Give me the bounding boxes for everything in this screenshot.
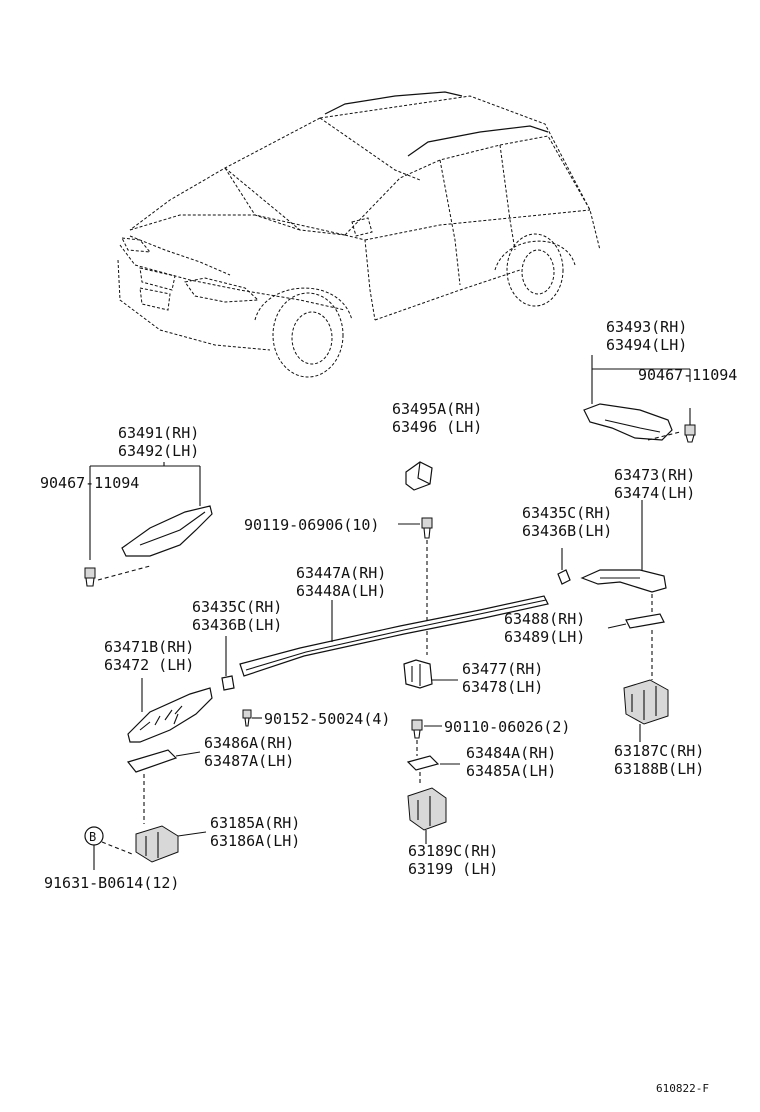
label-63188b: 63188B(LH) <box>614 760 704 778</box>
bolt-90119 <box>398 517 433 655</box>
label-63436b-right: 63436B(LH) <box>522 522 612 540</box>
pad-63484a <box>406 755 460 786</box>
front-cover-63491 <box>84 462 213 587</box>
nut-63189c <box>407 787 447 844</box>
callout-b <box>84 826 104 870</box>
label-63447a: 63447A(RH) <box>296 564 386 582</box>
pad-63486a <box>126 749 201 824</box>
vehicle-illustration <box>117 91 601 378</box>
bolt-90110 <box>411 719 442 756</box>
label-63448a: 63448A(LH) <box>296 582 386 600</box>
label-63189c: 63189C(RH) <box>408 842 498 860</box>
label-63496: 63496 (LH) <box>392 418 482 436</box>
roof-rail-63447a <box>239 595 549 677</box>
label-63486a: 63486A(RH) <box>204 734 294 752</box>
label-63472: 63472 (LH) <box>104 656 194 674</box>
label-63199: 63199 (LH) <box>408 860 498 878</box>
label-63487a: 63487A(LH) <box>204 752 294 770</box>
label-63485a: 63485A(LH) <box>466 762 556 780</box>
label-63471b: 63471B(RH) <box>104 638 194 656</box>
label-63187c: 63187C(RH) <box>614 742 704 760</box>
label-90467-right: 90467-11094 <box>638 366 737 384</box>
label-63484a: 63484A(RH) <box>466 744 556 762</box>
label-63488: 63488(RH) <box>504 610 585 628</box>
label-90152: 90152-50024(4) <box>264 710 390 728</box>
label-90119: 90119-06906(10) <box>244 516 379 534</box>
label-63493: 63493(RH) <box>606 318 687 336</box>
label-63473: 63473(RH) <box>614 466 695 484</box>
spacer-63477 <box>403 659 458 689</box>
label-63435c-right: 63435C(RH) <box>522 504 612 522</box>
label-63494: 63494(LH) <box>606 336 687 354</box>
label-63477: 63477(RH) <box>462 660 543 678</box>
label-90110: 90110-06026(2) <box>444 718 570 736</box>
rear-cover-63493 <box>583 355 696 443</box>
label-63478: 63478(LH) <box>462 678 543 696</box>
label-63474: 63474(LH) <box>614 484 695 502</box>
bubble-b-label: B <box>89 830 96 844</box>
nut-63187c <box>623 679 669 742</box>
drawing-number: 610822-F <box>656 1082 709 1095</box>
label-63492: 63492(LH) <box>118 442 199 460</box>
label-63185a: 63185A(RH) <box>210 814 300 832</box>
pad-63488 <box>607 594 665 680</box>
bracket-63473 <box>557 500 667 593</box>
label-63491: 63491(RH) <box>118 424 199 442</box>
label-90467-left: 90467-11094 <box>40 474 139 492</box>
label-91631: 91631-B0614(12) <box>44 874 179 892</box>
label-63495a: 63495A(RH) <box>392 400 482 418</box>
clip-63435c-left <box>221 636 235 691</box>
label-63489: 63489(LH) <box>504 628 585 646</box>
bracket-63471b <box>127 678 213 743</box>
label-63436b-left: 63436B(LH) <box>192 616 282 634</box>
nut-63185a <box>101 825 207 863</box>
label-63435c-left: 63435C(RH) <box>192 598 282 616</box>
cap-63495a <box>405 461 433 491</box>
label-63186a: 63186A(LH) <box>210 832 300 850</box>
screw-90152 <box>242 709 262 727</box>
